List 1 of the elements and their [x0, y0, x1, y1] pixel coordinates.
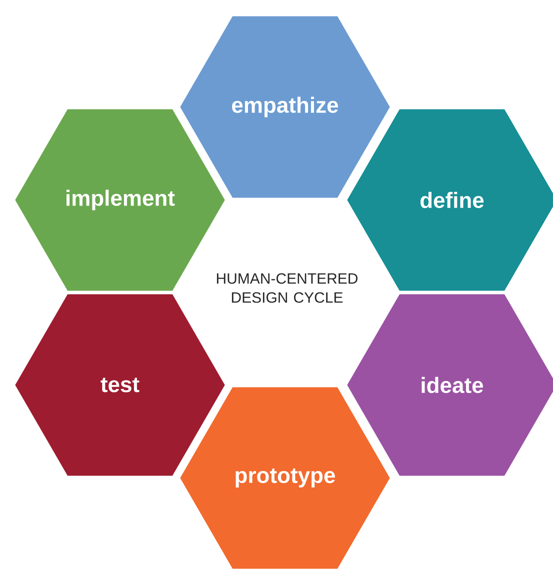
- hexagon: ideate: [344, 292, 553, 478]
